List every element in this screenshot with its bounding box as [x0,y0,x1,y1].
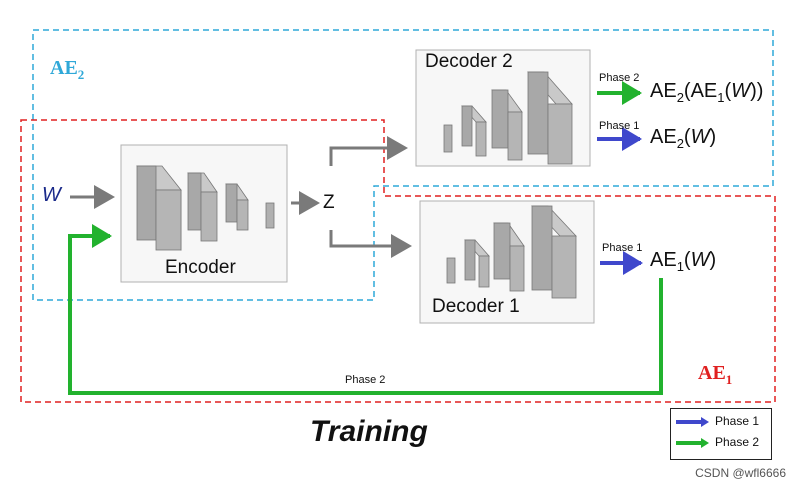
decoder1-label: Decoder 1 [432,296,520,317]
ae2-group-border [32,29,774,301]
phase2-output-phase-label: Phase 2 [599,72,640,84]
legend: Phase 1 Phase 2 [670,408,772,460]
legend-phase1-label: Phase 1 [715,414,760,428]
z-to-decoder2-arrow [329,136,408,166]
legend-phase2-label: Phase 2 [715,435,760,449]
phase2-feedback-loop [68,224,663,395]
legend-item-phase1: Phase 1 [675,414,769,432]
ae1-group-border [20,119,776,403]
decoder2-layers [443,71,573,165]
output-ae2-w: AE2(W) [650,126,717,151]
ae1-group-label: AE1 [698,362,733,387]
input-label: W [42,184,61,206]
legend-phase2-arrow-icon [676,438,709,448]
phase1-decoder2-phase-label: Phase 1 [599,120,640,132]
phase1-decoder1-phase-label: Phase 1 [602,242,643,254]
feedback-phase-label: Phase 2 [345,374,386,386]
output-ae1-w: AE1(W) [650,249,717,274]
encoder-layers [136,165,275,251]
decoder2-label: Decoder 2 [425,51,513,72]
ae2-group-label: AE2 [50,57,85,82]
latent-label: Z [323,192,335,213]
watermark: CSDN @wfl6666 [695,466,786,480]
diagram-title: Training [310,415,428,448]
z-to-decoder1-arrow [329,230,412,258]
legend-item-phase2: Phase 2 [675,435,769,453]
legend-phase1-arrow-icon [676,417,709,427]
output-ae2-ae1-w: AE2(AE1(W)) [650,80,764,105]
decoder1-layers [446,205,577,299]
encoder-label: Encoder [165,257,236,278]
